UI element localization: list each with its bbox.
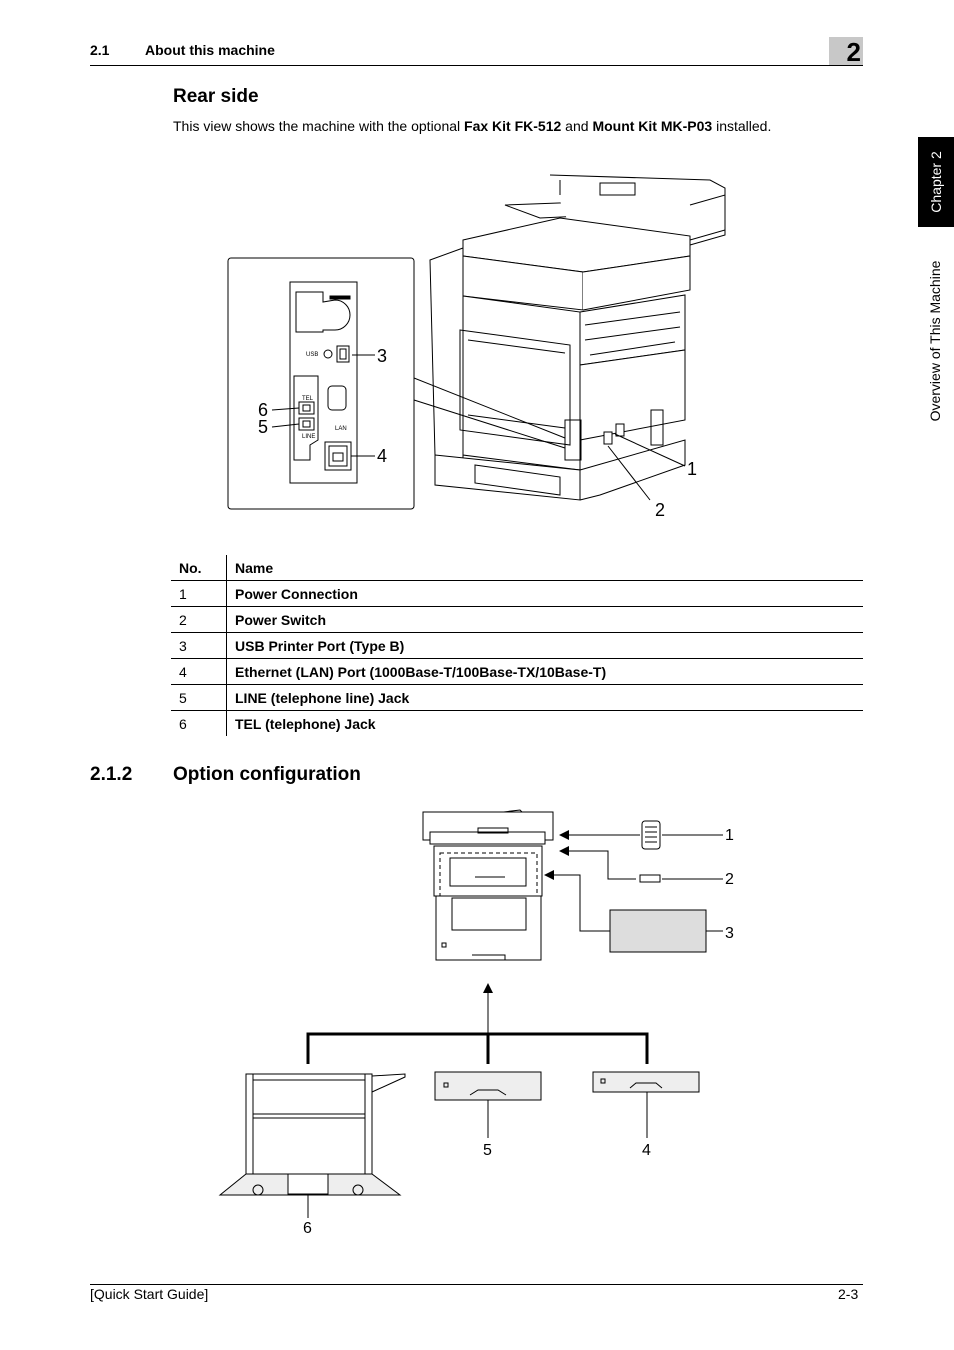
footer-guide-title: [Quick Start Guide] bbox=[90, 1286, 209, 1302]
callout-3: 3 bbox=[377, 346, 387, 366]
option-callout-3: 3 bbox=[725, 925, 734, 942]
callout-1: 1 bbox=[687, 459, 697, 479]
option-callout-2: 2 bbox=[725, 871, 734, 888]
row-no: 1 bbox=[171, 580, 227, 607]
intro-mid: and bbox=[561, 118, 593, 134]
table-row: 5 LINE (telephone line) Jack bbox=[171, 684, 863, 711]
callout-6: 6 bbox=[258, 400, 268, 420]
row-no: 5 bbox=[171, 684, 227, 711]
row-name: TEL (telephone) Jack bbox=[235, 715, 376, 732]
footer-rule bbox=[90, 1284, 863, 1285]
line-label: LINE bbox=[302, 434, 315, 440]
option-configuration-diagram: 1 2 3 4 5 6 bbox=[218, 809, 734, 1237]
row-no: 3 bbox=[171, 632, 227, 659]
row-name: Ethernet (LAN) Port (1000Base-T/100Base-… bbox=[235, 663, 607, 680]
table-header-row: No. Name bbox=[171, 555, 863, 581]
table-row: 6 TEL (telephone) Jack bbox=[171, 710, 863, 736]
option-callout-4: 4 bbox=[642, 1142, 651, 1159]
table-row: 4 Ethernet (LAN) Port (1000Base-T/100Bas… bbox=[171, 658, 863, 685]
rear-view-illustration: USB TEL LINE LAN 1 2 3 4 5 6 bbox=[227, 174, 726, 520]
row-name: LINE (telephone line) Jack bbox=[235, 689, 410, 706]
option-callout-1: 1 bbox=[725, 827, 734, 844]
row-no: 6 bbox=[171, 710, 227, 736]
tel-label: TEL bbox=[302, 396, 314, 402]
row-name: Power Switch bbox=[235, 611, 327, 628]
intro-suffix: installed. bbox=[712, 118, 772, 134]
callout-4: 4 bbox=[377, 446, 387, 466]
row-name: Power Connection bbox=[235, 585, 358, 602]
rear-parts-table: No. Name 1 Power Connection 2 Power Swit… bbox=[171, 555, 863, 736]
column-header-name: Name bbox=[235, 559, 274, 576]
header-section-number: 2.1 bbox=[90, 42, 110, 58]
option-callout-5: 5 bbox=[483, 1142, 492, 1159]
chapter-tab[interactable] bbox=[918, 137, 954, 227]
chapter-number-badge: 2 bbox=[829, 37, 863, 67]
row-no: 2 bbox=[171, 606, 227, 633]
column-header-no: No. bbox=[171, 555, 227, 581]
callout-5: 5 bbox=[258, 417, 268, 437]
intro-kit-fax: Fax Kit FK-512 bbox=[464, 118, 562, 134]
lan-label: LAN bbox=[335, 426, 347, 432]
row-name: USB Printer Port (Type B) bbox=[235, 637, 405, 654]
usb-label: USB bbox=[306, 352, 318, 358]
rear-side-heading: Rear side bbox=[173, 86, 259, 107]
rear-side-intro: This view shows the machine with the opt… bbox=[173, 118, 771, 134]
table-row: 2 Power Switch bbox=[171, 606, 863, 633]
option-section-number: 2.1.2 bbox=[90, 764, 133, 785]
header-rule bbox=[90, 65, 863, 66]
table-row: 1 Power Connection bbox=[171, 580, 863, 607]
table-row: 3 USB Printer Port (Type B) bbox=[171, 632, 863, 659]
callout-2: 2 bbox=[655, 500, 665, 520]
option-section-title: Option configuration bbox=[173, 764, 361, 785]
footer-page-number: 2-3 bbox=[838, 1286, 859, 1302]
option-callout-6: 6 bbox=[303, 1220, 312, 1237]
row-no: 4 bbox=[171, 658, 227, 685]
intro-prefix: This view shows the machine with the opt… bbox=[173, 118, 465, 134]
header-section-title: About this machine bbox=[145, 42, 275, 58]
intro-kit-mount: Mount Kit MK-P03 bbox=[592, 118, 713, 134]
